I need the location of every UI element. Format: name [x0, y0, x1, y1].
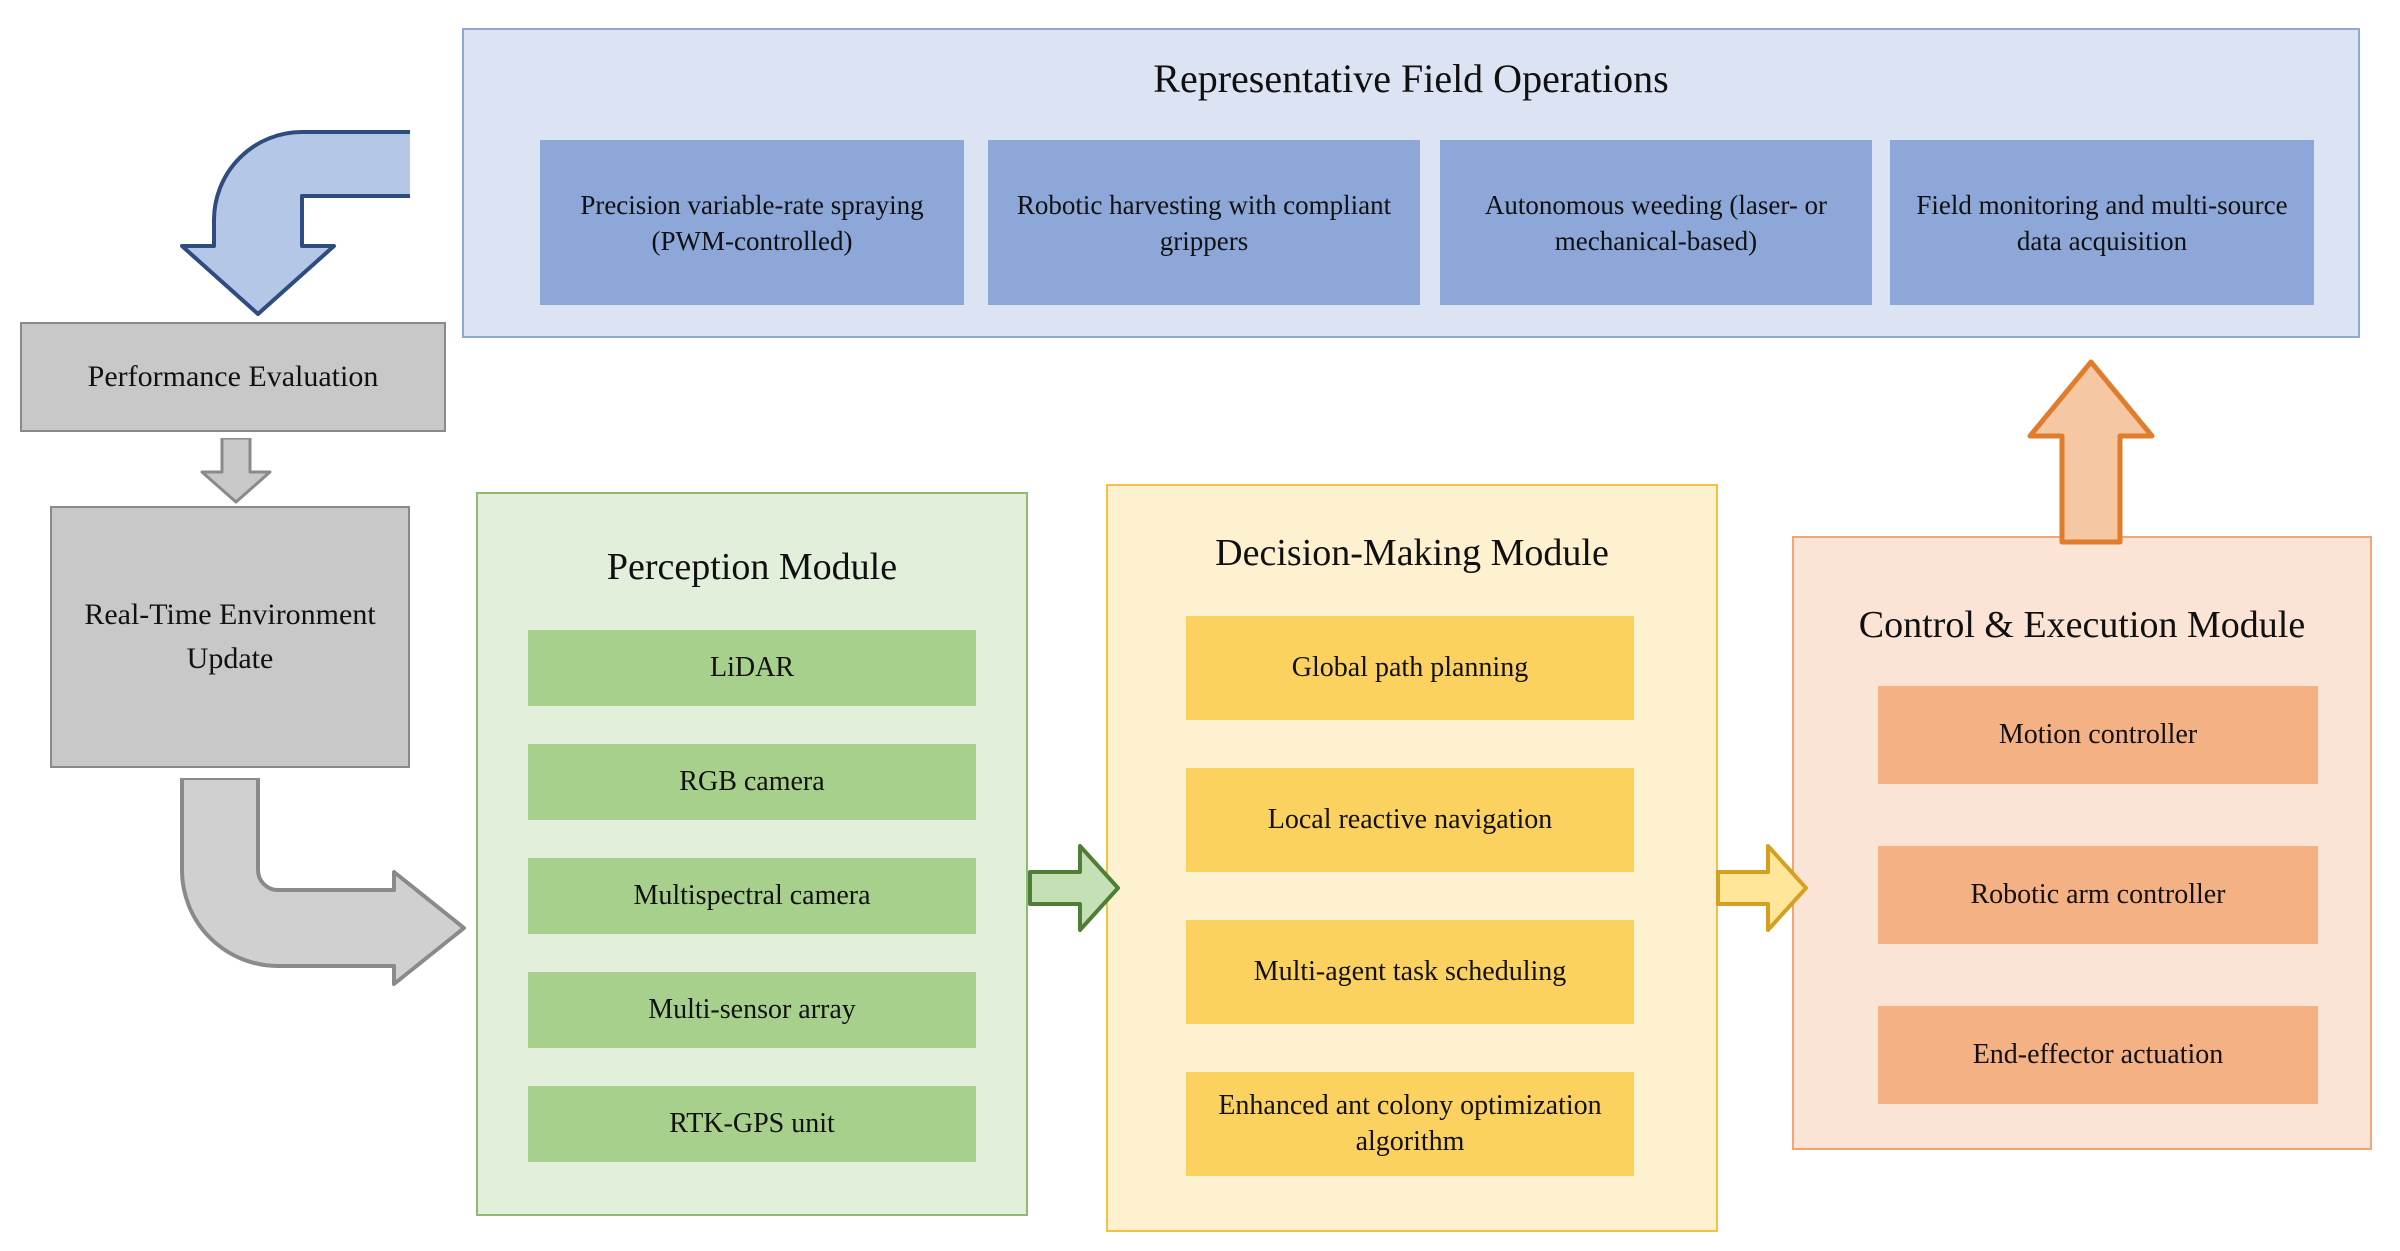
- decision-item-multi-agent-task-scheduling: Multi-agent task scheduling: [1186, 920, 1634, 1024]
- performance-evaluation-box: Performance Evaluation: [20, 322, 446, 432]
- control-item-robotic-arm-controller: Robotic arm controller: [1878, 846, 2318, 944]
- operations-panel-title: Representative Field Operations: [1153, 56, 1669, 101]
- update-to-perception-curved-arrow: [180, 778, 466, 986]
- perception-module-title: Perception Module: [606, 546, 898, 588]
- perception-to-decision-arrow: [1028, 844, 1120, 932]
- decision-item-global-path-planning: Global path planning: [1186, 616, 1634, 720]
- decision-item-enhanced-ant-colony-optimization: Enhanced ant colony optimization algorit…: [1186, 1072, 1634, 1176]
- decision-item-local-reactive-navigation: Local reactive navigation: [1186, 768, 1634, 872]
- perception-item-lidar: LiDAR: [528, 630, 976, 706]
- control-item-motion-controller: Motion controller: [1878, 686, 2318, 784]
- perception-item-multi-sensor-array: Multi-sensor array: [528, 972, 976, 1048]
- performance-to-update-arrow: [200, 438, 272, 504]
- operation-box-robotic-harvesting: Robotic harvesting with compliant grippe…: [988, 140, 1420, 305]
- operation-box-field-monitoring: Field monitoring and multi-source data a…: [1890, 140, 2314, 305]
- operation-box-precision-spraying: Precision variable-rate spraying (PWM-co…: [540, 140, 964, 305]
- feedback-curved-down-arrow: [180, 130, 410, 316]
- control-to-operations-arrow: [2027, 359, 2155, 545]
- control-item-end-effector-actuation: End-effector actuation: [1878, 1006, 2318, 1104]
- perception-item-rgb-camera: RGB camera: [528, 744, 976, 820]
- decision-making-module-title: Decision-Making Module: [1215, 532, 1609, 574]
- perception-item-multispectral-camera: Multispectral camera: [528, 858, 976, 934]
- decision-to-control-arrow: [1716, 844, 1808, 932]
- real-time-environment-update-box: Real-Time Environment Update: [50, 506, 410, 768]
- operation-box-autonomous-weeding: Autonomous weeding (laser- or mechanical…: [1440, 140, 1872, 305]
- control-execution-module-title: Control & Execution Module: [1858, 604, 2306, 646]
- perception-item-rtk-gps-unit: RTK-GPS unit: [528, 1086, 976, 1162]
